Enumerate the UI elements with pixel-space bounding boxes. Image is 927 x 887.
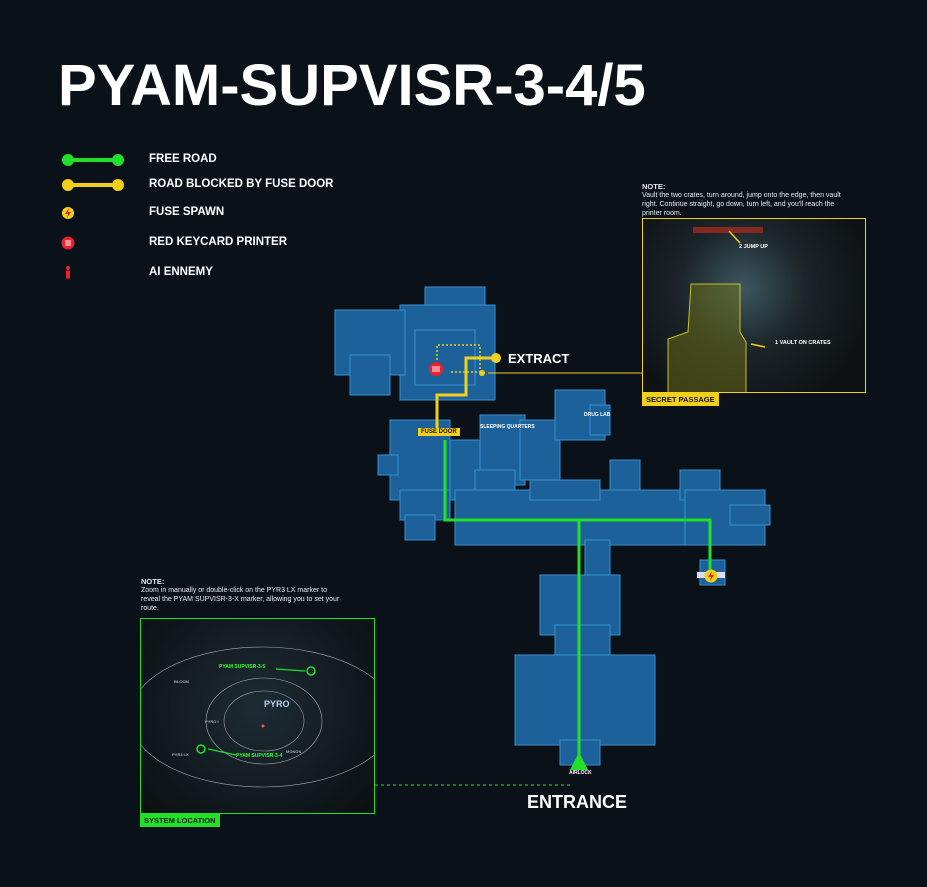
legend-label: AI ENNEMY (149, 266, 213, 278)
monox-label: MONOX (286, 749, 302, 754)
legend-enemy: AI ENNEMY (58, 263, 358, 283)
map-room (729, 504, 771, 526)
page-title: PYAM-SUPVISR-3-4/5 (58, 53, 646, 118)
pyro-label: PYRO (264, 699, 290, 709)
system-location-screenshot[interactable]: PYAM SUPVISR-3-5 PYAM SUPVISR-3-4 PYRO P… (140, 618, 375, 814)
fuse-icon (62, 207, 74, 219)
pyr3-label: PYR3 LX (172, 752, 189, 757)
note-title: NOTE: (642, 182, 666, 191)
vault-step-label: 1 VAULT ON CRATES (775, 340, 831, 346)
extract-marker[interactable] (491, 353, 501, 363)
system-location-note: NOTE: Zoom in manually or double-click o… (141, 577, 341, 613)
marker-3-5-label: PYAM SUPVISR-3-5 (219, 664, 266, 670)
legend-free-road: FREE ROAD (58, 150, 358, 170)
pyro1-label: PYRO I (205, 719, 219, 724)
note-title: NOTE: (141, 577, 165, 586)
green-road-line-icon (62, 154, 124, 166)
drug-lab-label: DRUG LAB (584, 412, 611, 418)
legend-label: FUSE SPAWN (149, 206, 225, 218)
legend-label: RED KEYCARD PRINTER (149, 236, 288, 248)
secret-entry-marker (479, 370, 485, 376)
note-text: Zoom in manually or double-click on the … (141, 587, 340, 612)
map-room (519, 419, 561, 481)
marker-3-4-label: PYAM SUPVISR-3-4 (236, 753, 283, 759)
sleeping-quarters-label: SLEEPING QUARTERS (480, 424, 535, 430)
map-room (377, 454, 399, 476)
entrance-label: ENTRANCE (527, 792, 628, 812)
map-room (529, 479, 601, 501)
map-room (584, 539, 611, 581)
secret-passage-screenshot: 1 VAULT ON CRATES 2 JUMP UP (642, 218, 866, 393)
map-room (349, 354, 391, 396)
legend-blocked-road: ROAD BLOCKED BY FUSE DOOR (58, 175, 358, 195)
legend-printer: RED KEYCARD PRINTER (58, 233, 358, 253)
airlock-label: AIRLOCK (569, 770, 592, 776)
secret-route-dotted (436, 344, 481, 373)
extract-label: EXTRACT (508, 351, 570, 366)
secret-passage-note: NOTE: Vault the two crates, turn around,… (642, 182, 842, 218)
keycard-printer-icon (61, 236, 75, 250)
legend-fuse-spawn: FUSE SPAWN (58, 203, 358, 223)
enemy-icon (66, 266, 70, 279)
secret-passage-tag: SECRET PASSAGE (642, 393, 719, 406)
legend-label: FREE ROAD (149, 153, 217, 165)
map-room (609, 459, 641, 491)
bloom-label: BLOOM (174, 679, 189, 684)
yellow-road-line-icon (62, 179, 124, 191)
note-text: Vault the two crates, turn around, jump … (642, 192, 841, 217)
map-room (404, 514, 436, 541)
map-room (554, 624, 611, 656)
blocked-road-route (435, 356, 495, 428)
map-room (589, 404, 611, 436)
map-room (514, 654, 656, 746)
fuse-door-label: FUSE DOOR (418, 428, 460, 436)
entrance-arrow-icon (570, 752, 588, 770)
jump-step-label: 2 JUMP UP (739, 244, 768, 250)
system-location-tag: SYSTEM LOCATION (140, 814, 220, 827)
legend-label: ROAD BLOCKED BY FUSE DOOR (149, 178, 334, 190)
